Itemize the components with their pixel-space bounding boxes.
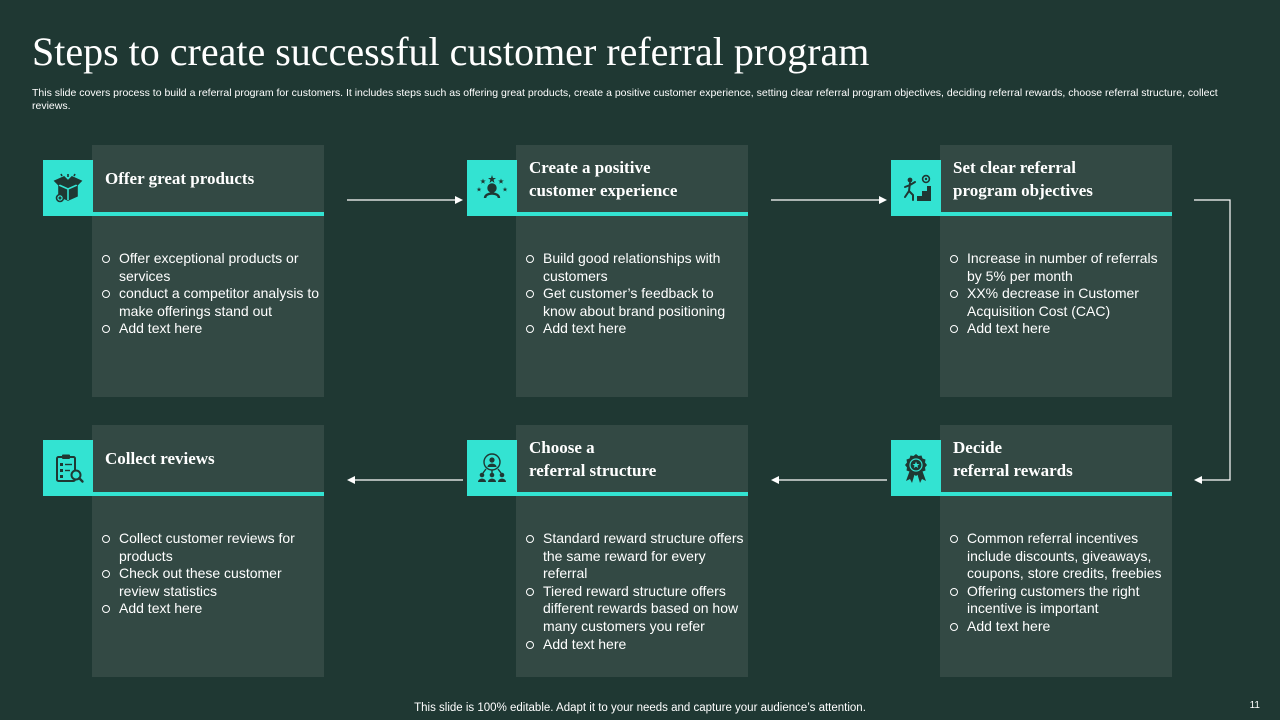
step-title-line1: Set clear referral xyxy=(953,157,1077,177)
bullet-item: Offer exceptional products or services xyxy=(101,250,320,285)
bullet-item: Check out these customer review statisti… xyxy=(101,565,320,600)
award-badge-icon xyxy=(891,440,941,496)
flow-arrow-left xyxy=(347,476,463,484)
bullet-item: Common referral incentives include disco… xyxy=(949,530,1168,583)
bullet-item: Add text here xyxy=(525,636,744,654)
step-card-title: Create a positive customer experience xyxy=(529,145,740,212)
step-card-title: Offer great products xyxy=(105,145,316,212)
step-card-title: Collect reviews xyxy=(105,425,316,492)
step-title-line2: referral structure xyxy=(529,460,657,480)
step-card-title: Choose a referral structure xyxy=(529,425,740,492)
bullet-item: Add text here xyxy=(101,600,320,618)
bullet-item: Add text here xyxy=(949,320,1168,338)
step-title-line1: Decide xyxy=(953,437,1003,457)
step-card-header: Choose a referral structure xyxy=(516,425,748,496)
step-title-underline xyxy=(516,492,748,496)
slide-title: Steps to create successful customer refe… xyxy=(32,29,870,74)
bullet-item: Add text here xyxy=(949,618,1168,636)
customer-stars-icon xyxy=(467,160,517,216)
step-title-line2: program objectives xyxy=(953,180,1093,200)
page-number: 11 xyxy=(1249,700,1260,711)
flow-arrow-left xyxy=(771,476,887,484)
step-bullet-list: Build good relationships with customers … xyxy=(525,250,744,338)
step-title-underline xyxy=(92,492,324,496)
step-title-line2: referral rewards xyxy=(953,460,1073,480)
step-bullet-list: Standard reward structure offers the sam… xyxy=(525,530,744,653)
step-bullet-list: Offer exceptional products or services c… xyxy=(101,250,320,338)
bullet-item: Standard reward structure offers the sam… xyxy=(525,530,744,583)
bullet-item: XX% decrease in Customer Acquisition Cos… xyxy=(949,285,1168,320)
step-card-offer-products: Offer great products Offer exceptional p… xyxy=(92,145,324,397)
bullet-item: Tiered reward structure offers different… xyxy=(525,583,744,636)
step-title-line1: Choose a xyxy=(529,437,595,457)
step-bullet-list: Collect customer reviews for products Ch… xyxy=(101,530,320,618)
referral-network-icon xyxy=(467,440,517,496)
bullet-item: conduct a competitor analysis to make of… xyxy=(101,285,320,320)
step-title-underline xyxy=(516,212,748,216)
step-card-header: Collect reviews xyxy=(92,425,324,496)
bullet-item: Add text here xyxy=(101,320,320,338)
step-title-line2: customer experience xyxy=(529,180,678,200)
step-title-line1: Create a positive xyxy=(529,157,651,177)
step-title-text: Offer great products xyxy=(105,169,255,188)
product-box-icon xyxy=(43,160,93,216)
flow-arrow-right xyxy=(347,196,463,204)
flow-arrow-right xyxy=(771,196,887,204)
step-title-underline xyxy=(92,212,324,216)
step-title-underline xyxy=(940,492,1172,496)
bullet-item: Collect customer reviews for products xyxy=(101,530,320,565)
step-card-title: Decide referral rewards xyxy=(953,425,1164,492)
step-card-program-objectives: Set clear referral program objectives In… xyxy=(940,145,1172,397)
bullet-item: Build good relationships with customers xyxy=(525,250,744,285)
step-card-collect-reviews: Collect reviews Collect customer reviews… xyxy=(92,425,324,677)
step-card-header: Set clear referral program objectives xyxy=(940,145,1172,216)
bullet-item: Get customer’s feedback to know about br… xyxy=(525,285,744,320)
step-card-referral-rewards: Decide referral rewards Common referral … xyxy=(940,425,1172,677)
bullet-item: Add text here xyxy=(525,320,744,338)
step-bullet-list: Increase in number of referrals by 5% pe… xyxy=(949,250,1168,338)
step-title-text: Collect reviews xyxy=(105,449,215,468)
bullet-item: Offering customers the right incentive i… xyxy=(949,583,1168,618)
slide-subtitle: This slide covers process to build a ref… xyxy=(32,87,1218,112)
step-card-referral-structure: Choose a referral structure Standard rew… xyxy=(516,425,748,677)
step-card-header: Offer great products xyxy=(92,145,324,216)
slide-footer: This slide is 100% editable. Adapt it to… xyxy=(414,702,866,714)
step-card-header: Decide referral rewards xyxy=(940,425,1172,496)
step-card-title: Set clear referral program objectives xyxy=(953,145,1164,212)
flow-arrow-elbow-down xyxy=(1194,199,1231,484)
step-title-underline xyxy=(940,212,1172,216)
bullet-item: Increase in number of referrals by 5% pe… xyxy=(949,250,1168,285)
step-card-customer-experience: Create a positive customer experience Bu… xyxy=(516,145,748,397)
step-card-header: Create a positive customer experience xyxy=(516,145,748,216)
goal-stairs-icon xyxy=(891,160,941,216)
step-bullet-list: Common referral incentives include disco… xyxy=(949,530,1168,636)
review-clipboard-icon xyxy=(43,440,93,496)
